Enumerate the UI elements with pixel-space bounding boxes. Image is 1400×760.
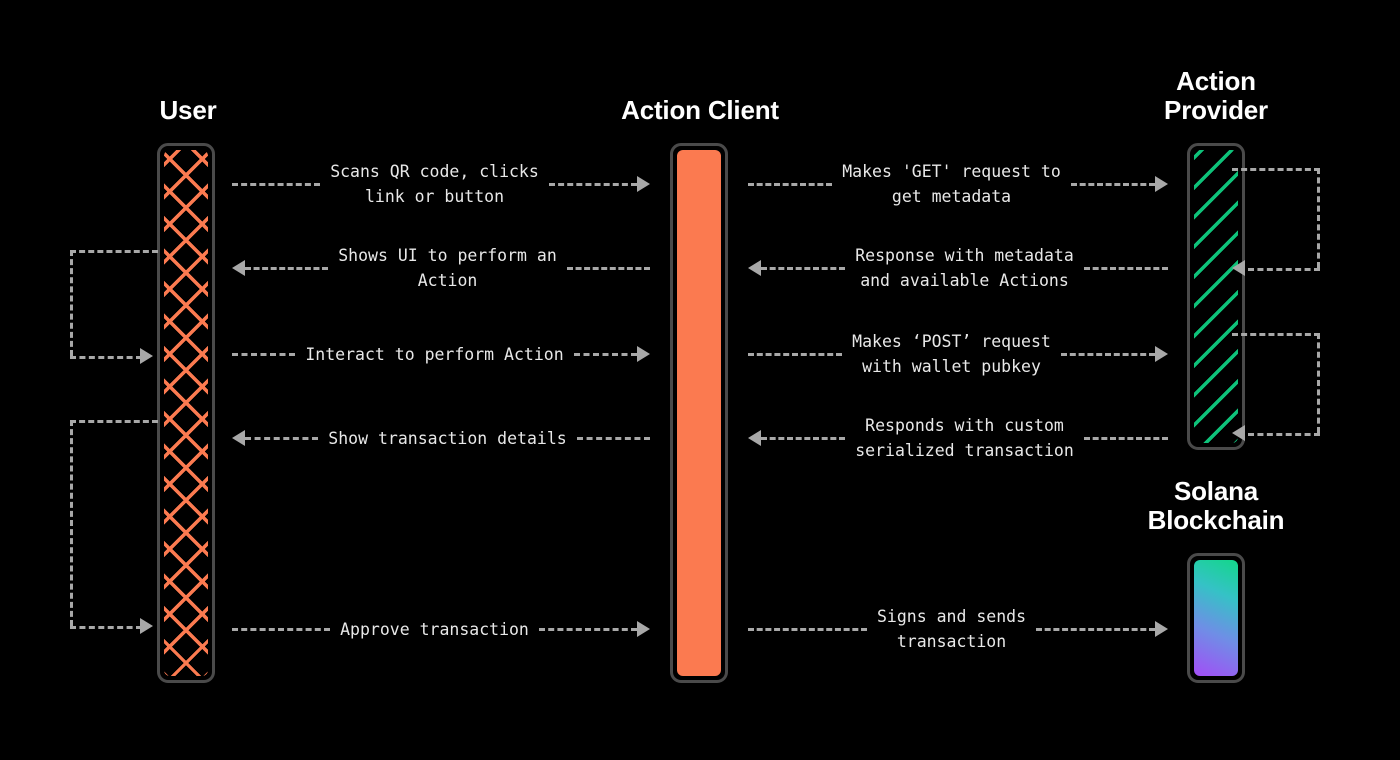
dashed-line-segment xyxy=(761,266,846,270)
arrow-right-icon xyxy=(140,348,153,364)
dashed-line-segment xyxy=(232,627,331,631)
arrow-right-icon xyxy=(637,176,650,192)
dashed-line-segment xyxy=(748,352,843,356)
lifeline-solana-blockchain xyxy=(1187,553,1245,683)
arrow-left-icon xyxy=(748,430,761,446)
loop-side-segment xyxy=(1317,333,1320,433)
lifeline-action-provider-fill xyxy=(1194,150,1238,443)
message-label: Makes 'GET' request to get metadata xyxy=(842,162,1061,206)
lifeline-solana-blockchain-fill xyxy=(1194,560,1238,676)
loop-side-segment xyxy=(70,250,73,356)
solid-orange-fill xyxy=(677,150,721,676)
lifeline-action-client xyxy=(670,143,728,683)
actor-title-solana-blockchain: Solana Blockchain xyxy=(1147,476,1285,535)
orange-cross-hatch-pattern xyxy=(164,150,208,676)
dashed-line-segment xyxy=(576,436,651,440)
arrow-right-icon xyxy=(1155,346,1168,362)
arrow-right-icon xyxy=(140,618,153,634)
dashed-line-segment xyxy=(245,266,329,270)
message-label: Response with metadata and available Act… xyxy=(855,246,1074,290)
arrow-left-icon xyxy=(748,260,761,276)
loop-bottom-segment xyxy=(1248,433,1320,436)
message-scans-qr-code: Scans QR code, clicks link or button xyxy=(232,152,650,216)
loop-side-segment xyxy=(1317,168,1320,268)
arrow-right-icon xyxy=(637,346,650,362)
arrow-left-icon xyxy=(1232,260,1245,276)
dashed-line-segment xyxy=(1060,352,1155,356)
loop-bottom-segment xyxy=(70,356,142,359)
actor-title-user: User xyxy=(159,95,217,125)
solana-gradient-fill xyxy=(1194,560,1238,676)
message-makes-post-request: Makes ‘POST’ request with wallet pubkey xyxy=(748,322,1168,386)
dashed-line-segment xyxy=(573,352,637,356)
loop-bottom-segment xyxy=(70,626,142,629)
self-loop-action-provider-1 xyxy=(1232,168,1332,276)
dashed-line-segment xyxy=(232,352,296,356)
message-label: Signs and sends transaction xyxy=(877,607,1027,651)
message-label: Scans QR code, clicks link or button xyxy=(330,162,539,206)
loop-top-segment xyxy=(70,250,158,253)
lifeline-action-provider xyxy=(1187,143,1245,450)
loop-top-segment xyxy=(70,420,158,423)
arrow-left-icon xyxy=(1232,425,1245,441)
actor-title-action-client: Action Client xyxy=(621,95,779,125)
self-loop-user-1 xyxy=(70,250,170,364)
dashed-line-segment xyxy=(1083,436,1169,440)
dashed-line-segment xyxy=(245,436,319,440)
dashed-line-segment xyxy=(538,627,637,631)
dashed-line-segment xyxy=(1083,266,1169,270)
message-label: Show transaction details xyxy=(328,428,567,448)
dashed-line-segment xyxy=(566,266,651,270)
green-diagonal-hatch-pattern xyxy=(1194,150,1238,443)
loop-side-segment xyxy=(70,420,73,626)
message-interact-to-perform-action: Interact to perform Action xyxy=(232,322,650,386)
message-approve-transaction: Approve transaction xyxy=(232,597,650,661)
message-response-with-metadata: Response with metadata and available Act… xyxy=(748,236,1169,300)
message-makes-get-request: Makes 'GET' request to get metadata xyxy=(748,152,1169,216)
message-show-transaction-details: Show transaction details xyxy=(232,406,651,470)
message-responds-with-custom-transaction: Responds with custom serialized transact… xyxy=(748,406,1169,470)
message-signs-and-sends-transaction: Signs and sends transaction xyxy=(748,597,1169,661)
arrow-right-icon xyxy=(1155,621,1169,637)
lifeline-user-fill xyxy=(164,150,208,676)
dashed-line-segment xyxy=(548,182,637,186)
message-label: Interact to perform Action xyxy=(305,344,564,364)
actor-title-action-provider: Action Provider xyxy=(1164,66,1268,125)
arrow-left-icon xyxy=(232,260,245,276)
lifeline-action-client-fill xyxy=(677,150,721,676)
dashed-line-segment xyxy=(1070,182,1156,186)
dashed-line-segment xyxy=(748,627,867,631)
loop-bottom-segment xyxy=(1248,268,1320,271)
self-loop-user-2 xyxy=(70,420,170,634)
loop-top-segment xyxy=(1232,168,1320,171)
loop-top-segment xyxy=(1232,333,1320,336)
dashed-line-segment xyxy=(1036,627,1156,631)
message-shows-ui: Shows UI to perform an Action xyxy=(232,236,651,300)
dashed-line-segment xyxy=(748,182,833,186)
arrow-left-icon xyxy=(232,430,245,446)
message-label: Shows UI to perform an Action xyxy=(338,246,557,290)
dashed-line-segment xyxy=(761,436,846,440)
dashed-line-segment xyxy=(232,182,321,186)
message-label: Approve transaction xyxy=(340,619,529,639)
self-loop-action-provider-2 xyxy=(1232,333,1332,441)
message-label: Makes ‘POST’ request with wallet pubkey xyxy=(852,332,1051,376)
message-label: Responds with custom serialized transact… xyxy=(855,416,1074,460)
arrow-right-icon xyxy=(637,621,650,637)
lifeline-user xyxy=(157,143,215,683)
arrow-right-icon xyxy=(1155,176,1169,192)
